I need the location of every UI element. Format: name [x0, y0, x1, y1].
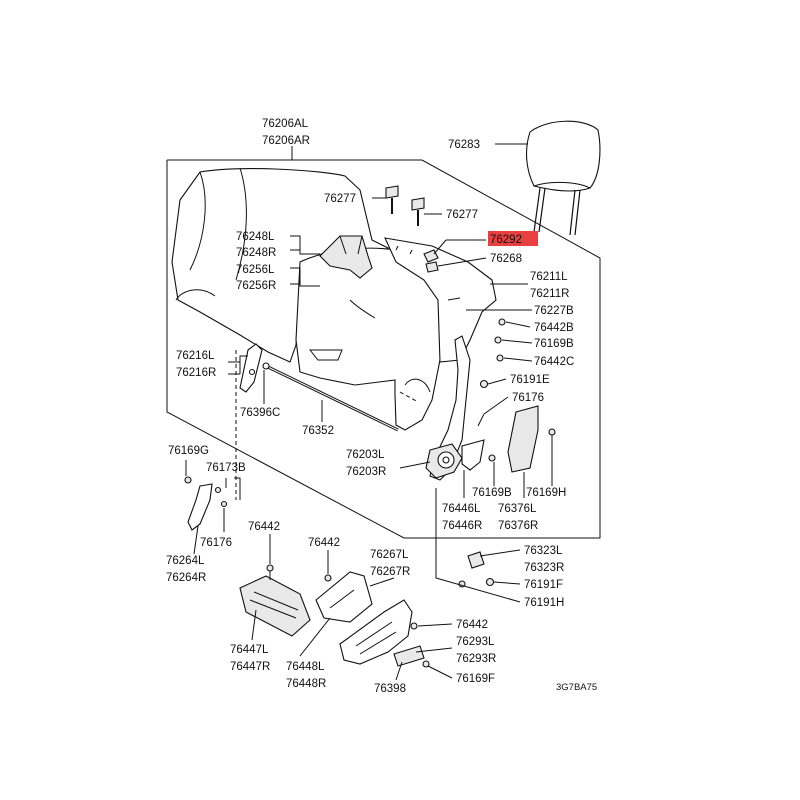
headrest-guide-76248 [319, 235, 373, 279]
seat-back-cushion [171, 167, 390, 363]
label-76448R: 76448R [286, 678, 326, 690]
label-76256L: 76256L [236, 264, 275, 276]
label-76176-a: 76176 [512, 392, 544, 404]
leader-lines [185, 143, 553, 681]
label-76446L: 76446L [442, 503, 481, 515]
bracket-76216 [239, 343, 263, 393]
cover-76267 [339, 599, 413, 665]
label-76293R: 76293R [456, 653, 496, 665]
label-76323R: 76323R [524, 562, 564, 574]
cover-76447 [239, 564, 311, 637]
trim-76448 [315, 571, 373, 623]
label-76211R: 76211R [530, 288, 569, 300]
label-76447R: 76447R [230, 661, 270, 673]
label-76264R: 76264R [166, 572, 206, 584]
label-76191H: 76191H [524, 597, 564, 609]
back-panel-76211 [384, 237, 497, 363]
label-76191F: 76191F [524, 579, 563, 591]
label-76211L: 76211L [530, 271, 568, 283]
cover-76376 [507, 405, 556, 480]
label-76442-c: 76442 [456, 619, 488, 631]
bracket-76446 [461, 439, 496, 471]
headrest-76283 [525, 120, 601, 236]
label-76376L: 76376L [498, 503, 537, 515]
label-76227B: 76227B [534, 305, 574, 317]
label-76396C: 76396C [240, 407, 280, 419]
label-76376R: 76376R [498, 520, 538, 532]
label-76169G: 76169G [168, 445, 209, 457]
label-76173B: 76173B [206, 462, 246, 474]
knob-76398 [393, 622, 430, 668]
label-76256R: 76256R [236, 280, 276, 292]
label-76352: 76352 [302, 425, 334, 437]
label-76442C: 76442C [534, 356, 574, 368]
highlight-76292 [488, 231, 538, 246]
rod-76352 [262, 362, 399, 432]
label-76169B-b: 76169B [472, 487, 512, 499]
part-labels: 76206AL 76206AR 76283 76277 76277 76292 … [166, 118, 597, 695]
label-76264L: 76264L [166, 555, 205, 567]
label-76176-b: 76176 [200, 537, 232, 549]
label-76323L: 76323L [524, 545, 563, 557]
label-76267L: 76267L [370, 549, 409, 561]
label-76248R: 76248R [236, 247, 276, 259]
label-76447L: 76447L [230, 644, 269, 656]
clip-76277 [385, 185, 425, 226]
assembly-frame [166, 159, 601, 539]
label-76442B: 76442B [534, 322, 574, 334]
label-76442-b: 76442 [308, 537, 340, 549]
label-76169H: 76169H [526, 487, 566, 499]
construction-lines [235, 350, 419, 500]
diagram-code: 3G7BA75 [556, 682, 597, 693]
label-76206AL: 76206AL [262, 118, 309, 130]
label-76448L: 76448L [286, 661, 325, 673]
seat-frame-76203 [425, 335, 471, 481]
label-76206AR: 76206AR [262, 135, 310, 147]
label-76283: 76283 [448, 139, 480, 151]
label-76203L: 76203L [346, 449, 385, 461]
label-76277-a: 76277 [324, 193, 356, 205]
label-76191E: 76191E [510, 374, 550, 386]
label-76216R: 76216R [176, 367, 216, 379]
label-76248L: 76248L [236, 231, 275, 243]
label-76293L: 76293L [456, 636, 495, 648]
label-76446R: 76446R [442, 520, 482, 532]
label-76398: 76398 [374, 683, 406, 695]
label-76292: 76292 [490, 234, 522, 246]
label-76268: 76268 [490, 253, 522, 265]
label-76203R: 76203R [346, 466, 386, 478]
hinge-76323 [458, 551, 495, 588]
label-76277-b: 76277 [446, 209, 478, 221]
label-76267R: 76267R [370, 566, 410, 578]
label-76216L: 76216L [176, 350, 215, 362]
label-76442-a: 76442 [248, 521, 280, 533]
bracket-76264 [184, 476, 228, 531]
screws-right [479, 318, 506, 389]
label-76169B-a: 76169B [534, 338, 574, 350]
label-76169F: 76169F [456, 673, 495, 685]
